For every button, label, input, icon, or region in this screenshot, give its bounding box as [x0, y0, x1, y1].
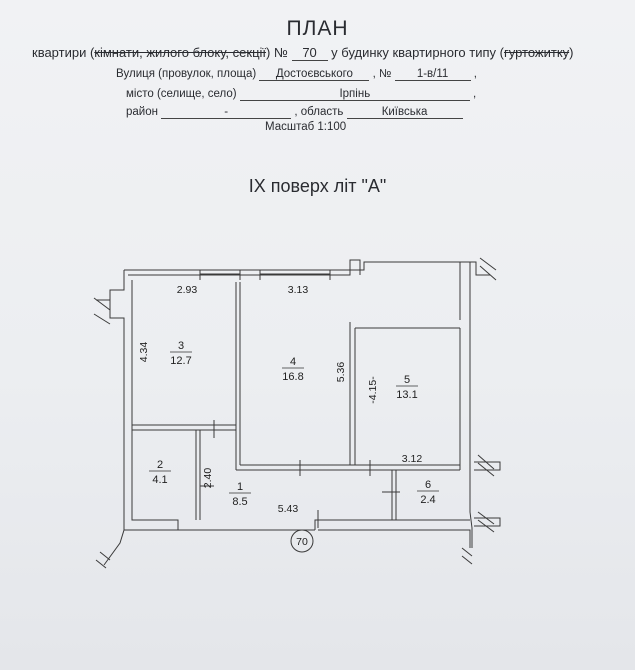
- house-number: 1-в/11: [394, 68, 471, 81]
- apartment-marker: 70: [296, 536, 308, 548]
- dim-5-43: 5.43: [278, 503, 299, 515]
- room-5-area: 13.1: [396, 389, 417, 401]
- room-1-number: 1: [237, 481, 243, 493]
- region-value: Київська: [346, 106, 463, 119]
- dim-2-40: 2.40: [202, 468, 214, 489]
- district-value: -: [161, 106, 292, 119]
- floor-label: IX поверх літ "А": [248, 176, 387, 196]
- dim-2-93: 2.93: [177, 284, 198, 296]
- apartment-marker-circle: [290, 529, 314, 553]
- dim-4-15: -4.15-: [367, 376, 379, 404]
- room-4-number: 4: [290, 356, 296, 368]
- apartment-number: 70: [291, 45, 328, 61]
- district-line: район - , область Київська: [126, 106, 463, 119]
- dim-3-13: 3.13: [288, 284, 309, 296]
- city-value: Ірпінь: [239, 88, 470, 101]
- room-6-number: 6: [425, 479, 431, 491]
- room-5-number: 5: [404, 374, 410, 386]
- scale-label: Масштаб 1:100: [265, 121, 347, 133]
- dim-5-36: 5.36: [335, 362, 347, 383]
- room-2-area: 4.1: [152, 474, 167, 486]
- room-6-area: 2.4: [420, 494, 435, 506]
- room-3-area: 12.7: [170, 355, 191, 367]
- city-line: місто (селище, село) Ірпінь ,: [126, 88, 477, 101]
- dim-3-12: 3.12: [402, 453, 423, 465]
- room-4-area: 16.8: [282, 371, 303, 383]
- room-3-number: 3: [178, 340, 184, 352]
- dim-4-34: 4.34: [138, 342, 150, 363]
- document-title: ПЛАН: [286, 17, 349, 40]
- room-1-area: 8.5: [232, 496, 247, 508]
- street-value: Достоєвського: [259, 68, 370, 81]
- apartment-line: квартири (кімнати, жилого блоку, секції)…: [32, 45, 574, 61]
- outer-wall-left: [103, 270, 125, 566]
- room-2-number: 2: [157, 459, 163, 471]
- street-line: Вулиця (провулок, площа) Достоєвського ,…: [116, 68, 477, 81]
